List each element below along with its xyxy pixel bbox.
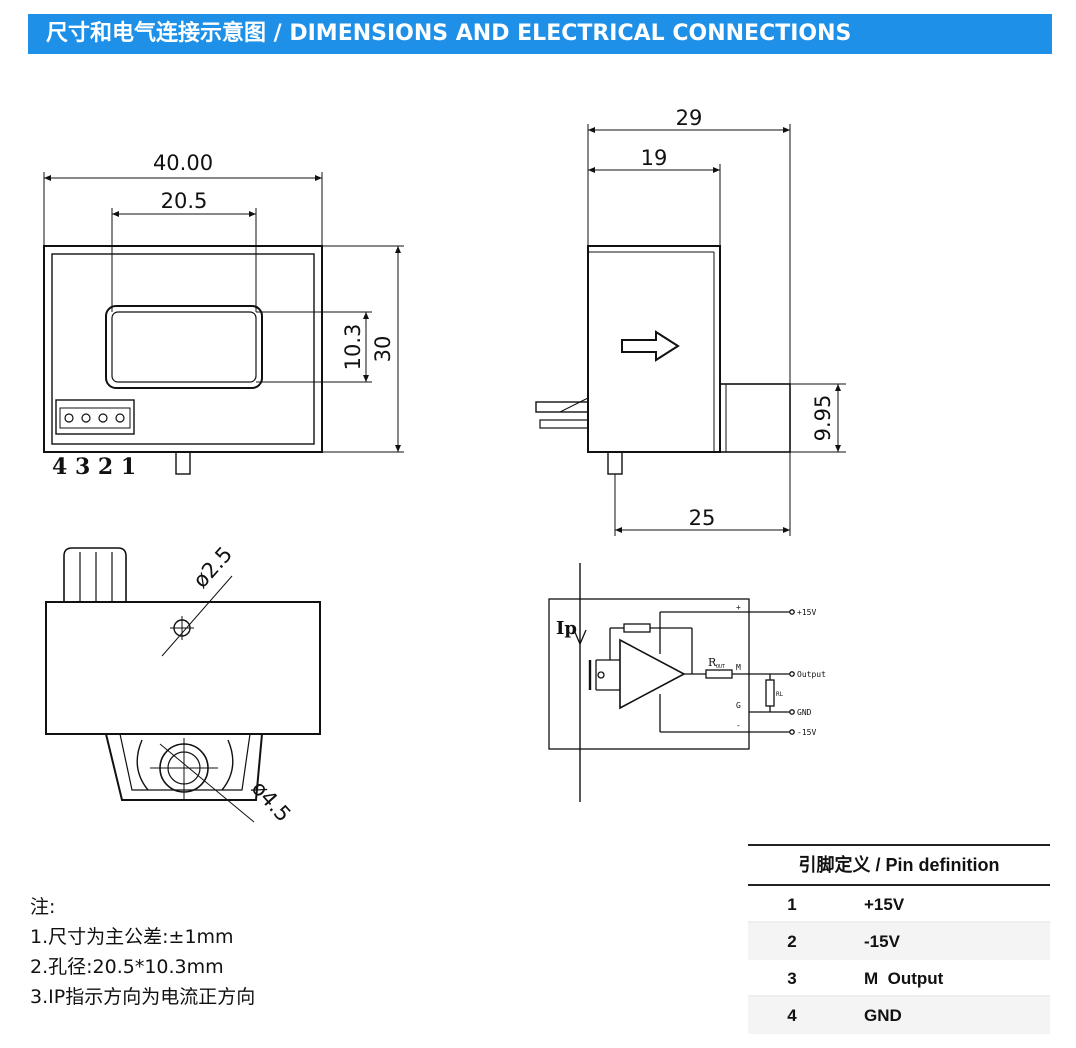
pin-number: 3 [787, 969, 797, 988]
dim-body-19: 19 [641, 146, 668, 170]
dim-aperture-width: 20.5 [161, 189, 208, 213]
side-view [535, 124, 846, 536]
plus-label: + [736, 603, 741, 612]
g-label: G [736, 701, 741, 710]
ip-label: Ip [556, 618, 577, 639]
note-line-1: 1.尺寸为主公差:±1mm [30, 926, 234, 948]
notes-title: 注: [30, 896, 56, 918]
pin-def: +15V [864, 895, 905, 914]
table-row: 3 M Output [748, 960, 1050, 997]
terminal-plus15v: +15V [797, 608, 816, 617]
dim-base-25: 25 [689, 506, 716, 530]
pin-number: 4 [787, 1006, 797, 1025]
rout-label: R [708, 656, 717, 669]
m-label: M [736, 663, 741, 672]
pin-def: GND [864, 1006, 902, 1025]
table-row: 2 -15V [748, 923, 1050, 960]
terminal-minus15v: -15V [797, 728, 816, 737]
dim-aperture-height: 10.3 [341, 324, 365, 371]
note-line-3: 3.IP指示方向为电流正方向 [30, 986, 256, 1008]
table-row: 4 GND [748, 997, 1050, 1034]
rout-subscript: OUT [716, 664, 725, 670]
pin-number: 2 [787, 932, 797, 951]
terminal-gnd: GND [797, 708, 812, 717]
dim-width-40: 40.00 [153, 151, 213, 175]
dim-pin-height: 9.95 [811, 395, 835, 442]
bottom-view [45, 547, 321, 823]
dim-hole-large: ø4.5 [247, 776, 296, 826]
rl-label: RL [776, 691, 784, 698]
dim-depth-29: 29 [676, 106, 703, 130]
pin-definition-table: 引脚定义 / Pin definition 1 +15V 2 -15V 3 M … [748, 844, 1050, 1034]
pin-def: -15V [864, 932, 900, 951]
circuit-schematic [548, 563, 795, 802]
front-view [43, 172, 404, 475]
pin-def: M Output [864, 969, 944, 988]
dim-hole-small: ø2.5 [188, 542, 237, 592]
minus-label: - [736, 721, 741, 730]
pin-table-title: 引脚定义 / Pin definition [748, 844, 1050, 886]
note-line-2: 2.孔径:20.5*10.3mm [30, 956, 224, 978]
pin-numbers: 4 3 2 1 [52, 454, 136, 480]
terminal-output: Output [797, 670, 826, 679]
title-banner: 尺寸和电气连接示意图 / DIMENSIONS AND ELECTRICAL C… [28, 14, 1052, 54]
notes-block: 注: 1.尺寸为主公差:±1mm 2.孔径:20.5*10.3mm 3.IP指示… [30, 892, 255, 1012]
table-row: 1 +15V [748, 886, 1050, 923]
pin-number: 1 [787, 895, 797, 914]
dim-height-30: 30 [371, 336, 395, 363]
